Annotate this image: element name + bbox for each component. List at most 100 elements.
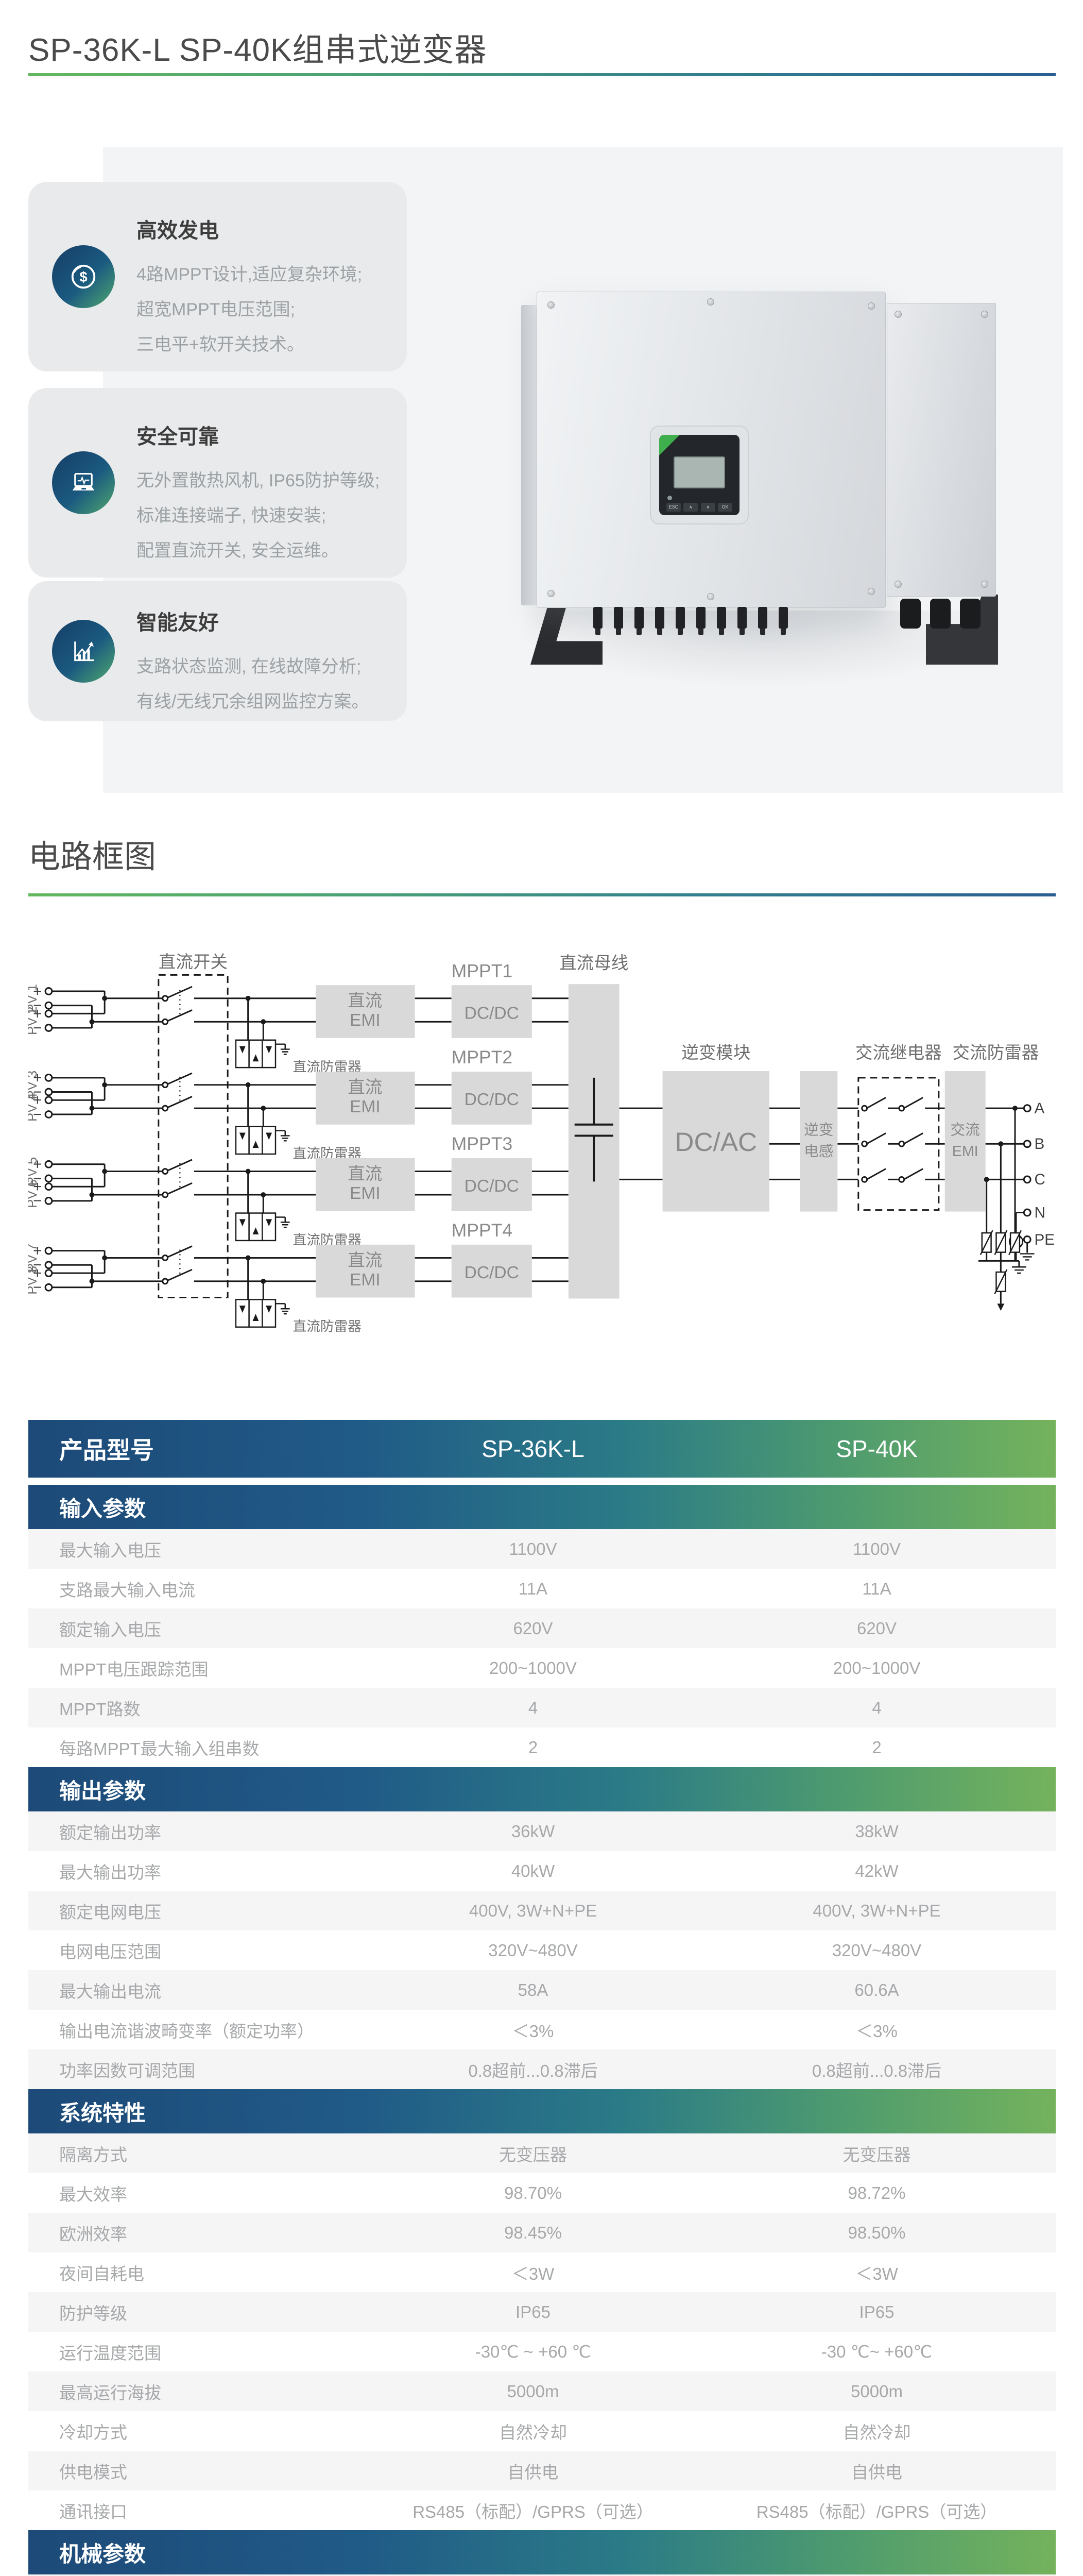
row-value: 36kW xyxy=(511,1821,555,1841)
row-value: RS485（标配）/GPRS（可选） xyxy=(412,2502,654,2521)
cable-gland xyxy=(900,599,921,629)
row-label: 供电模式 xyxy=(59,2462,127,2482)
row-label: 额定输出功率 xyxy=(59,1823,161,1842)
table-row: 额定电网电压 400V, 3W+N+PE 400V, 3W+N+PE xyxy=(28,1891,1056,1930)
table-row: 电网电压范围 320V~480V 320V~480V xyxy=(28,1930,1056,1970)
pv-label: PV 8 xyxy=(28,1266,40,1295)
ac-emi-block xyxy=(944,1071,986,1212)
page-title: SP-36K-L SP-40K组串式逆变器 xyxy=(28,32,487,68)
row-value: 自然冷却 xyxy=(499,2422,567,2442)
inverter-display: ESC ∧ ∨ OK xyxy=(650,426,749,524)
inductor-label: 逆变 xyxy=(804,1122,833,1138)
section-rows-output: 额定输出功率 36kW 38kW 最大输出功率 40kW 42kW 额定电网电压… xyxy=(28,1811,1056,2089)
mppt-label: MPPT3 xyxy=(452,1133,513,1154)
row-value: 自供电 xyxy=(507,2462,559,2482)
feature-card-smart: 智能友好 支路状态监测, 在线故障分析; 有线/无线冗余组网监控方案。 xyxy=(28,581,407,721)
feature-line: 支路状态监测, 在线故障分析; xyxy=(136,657,362,676)
mc4-connector xyxy=(634,607,644,635)
mppt-label: MPPT2 xyxy=(452,1047,513,1067)
row-value: 0.8超前...0.8滞后 xyxy=(468,2061,598,2080)
header-col-sp36kl: SP-36K-L xyxy=(482,1435,585,1462)
row-value: ＜3% xyxy=(856,2021,898,2041)
table-row: 输出电流谐波畸变率（额定功率） ＜3% ＜3% xyxy=(28,2010,1056,2049)
row-label: MPPT电压跟踪范围 xyxy=(59,1659,209,1679)
row-value: 11A xyxy=(518,1579,548,1598)
phase-c-label: C xyxy=(1035,1171,1045,1188)
row-value: 0.8超前...0.8滞后 xyxy=(812,2061,942,2080)
table-row: 额定输入电压 620V 620V xyxy=(28,1608,1056,1648)
pv-label: PV 4 xyxy=(28,1093,40,1122)
relay-switches xyxy=(861,1097,945,1183)
row-label: 冷却方式 xyxy=(59,2422,127,2442)
phase-b-label: B xyxy=(1035,1136,1045,1153)
feature-line: 4路MPPT设计,适应复杂环境; xyxy=(136,265,363,284)
table-row: MPPT电压跟踪范围 200~1000V 200~1000V xyxy=(28,1648,1056,1688)
coin-dollar-icon: $ xyxy=(52,245,115,308)
feature-line: 超宽MPPT电压范围; xyxy=(136,300,295,319)
header-col-model: 产品型号 xyxy=(59,1437,154,1464)
row-value: 98.50% xyxy=(848,2223,906,2242)
pv-label: PV 6 xyxy=(28,1179,40,1208)
row-value: 58A xyxy=(518,1980,548,1999)
pv-label: PV 3 xyxy=(28,1071,40,1099)
down-button: ∨ xyxy=(700,503,715,512)
row-value: 11A xyxy=(862,1579,891,1598)
table-row: 最大输入电压 1100V 1100V xyxy=(28,1529,1056,1569)
row-value: 4 xyxy=(528,1698,538,1717)
row-value: 1100V xyxy=(853,1539,901,1558)
row-label: 支路最大输入电流 xyxy=(59,1580,195,1600)
cable-gland xyxy=(930,599,951,629)
row-label: MPPT路数 xyxy=(59,1699,141,1719)
row-value: ＜3W xyxy=(511,2264,555,2283)
svg-text:$: $ xyxy=(79,269,87,285)
ac-emi-label: EMI xyxy=(952,1143,978,1160)
circuit-section-title: 电路框图 xyxy=(28,839,157,875)
row-value: 5000m xyxy=(851,2381,903,2401)
dc-switch-box xyxy=(158,974,229,1298)
row-value: ＜3% xyxy=(512,2021,554,2041)
screw-icon xyxy=(547,301,555,309)
row-value: 98.45% xyxy=(504,2223,562,2242)
table-row: 欧洲效率 98.45% 98.50% xyxy=(28,2213,1056,2252)
screw-icon xyxy=(895,581,902,588)
table-row: 每路MPPT最大输入组串数 2 2 xyxy=(28,1727,1056,1767)
up-button: ∧ xyxy=(683,503,698,512)
laptop-monitor-icon xyxy=(52,451,115,514)
row-value: 620V xyxy=(856,1618,897,1638)
pv-label: PV 2 xyxy=(28,1006,40,1035)
table-row: 支路最大输入电流 11A 11A xyxy=(28,1569,1056,1608)
table-row: 通讯接口 RS485（标配）/GPRS（可选） RS485（标配）/GPRS（可… xyxy=(28,2490,1056,2530)
table-row: 最大输出电流 58A 60.6A xyxy=(28,1970,1056,2010)
row-label: 最大效率 xyxy=(59,2184,127,2204)
title-divider xyxy=(28,73,1056,76)
row-label: 通讯接口 xyxy=(59,2502,127,2521)
row-value: RS485（标配）/GPRS（可选） xyxy=(756,2502,998,2521)
row-value: 98.72% xyxy=(848,2183,906,2202)
row-label: 最高运行海拔 xyxy=(59,2383,161,2402)
pe-label: PE xyxy=(1035,1231,1055,1248)
mppt-label: MPPT1 xyxy=(452,960,513,981)
esc-button: ESC xyxy=(666,503,681,512)
row-value: 42kW xyxy=(855,1861,899,1880)
row-label: 输出电流谐波畸变率（额定功率） xyxy=(59,2021,314,2041)
screw-icon xyxy=(895,311,902,318)
feature-text: 智能友好 支路状态监测, 在线故障分析; 有线/无线冗余组网监控方案。 xyxy=(136,606,369,719)
row-label: 最大输出电流 xyxy=(59,1981,161,2001)
mc4-connector xyxy=(676,607,685,635)
feature-line: 有线/无线冗余组网监控方案。 xyxy=(136,692,369,711)
table-row: 防护等级 IP65 IP65 xyxy=(28,2292,1056,2332)
feature-line: 三电平+软开关技术。 xyxy=(136,335,304,354)
mc4-connector xyxy=(696,607,706,635)
row-value: 1100V xyxy=(509,1539,557,1558)
pv-label: PV 1 xyxy=(28,984,40,1013)
feature-line: 配置直流开关, 安全运维。 xyxy=(136,541,339,561)
display-buttons: ESC ∧ ∨ OK xyxy=(666,503,732,512)
row-value: 2 xyxy=(528,1737,538,1757)
output-wires xyxy=(978,1104,1035,1304)
screw-icon xyxy=(547,590,555,597)
mc4-connector xyxy=(593,607,603,635)
pv-label: PV 5 xyxy=(28,1157,40,1186)
screw-icon xyxy=(868,588,875,595)
row-value: 自然冷却 xyxy=(843,2422,911,2442)
